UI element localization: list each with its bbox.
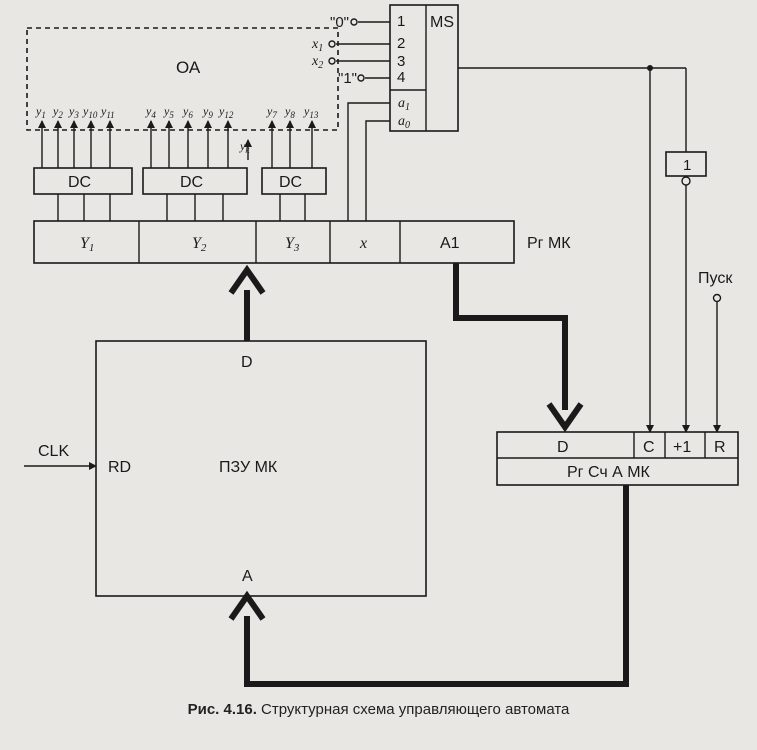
svg-text:y12: y12 — [218, 104, 234, 120]
decoder-3: DC — [261, 167, 327, 195]
a0-address-line — [365, 120, 390, 221]
mux-input-zero-label: "0" — [330, 14, 349, 31]
mux-input-number-2: 2 — [397, 35, 405, 52]
caption-text: Структурная схема управляющего автомата — [261, 701, 570, 718]
rom-title: ПЗУ МК — [219, 459, 278, 476]
counter-register: D C +1 R Рг Сч А МК — [496, 431, 739, 486]
caption-prefix: Рис. 4.16. — [187, 701, 257, 718]
svg-text:y4: y4 — [145, 104, 156, 120]
mux-input-x2-label: x2 — [311, 54, 323, 71]
mux-input-number-3: 3 — [397, 53, 405, 70]
rom-mk: D RD ПЗУ МК A — [95, 340, 427, 597]
mux-input-x1-label: x1 — [311, 37, 323, 54]
counter-cell-c: C — [643, 439, 655, 456]
decoder-3-label: DC — [279, 174, 302, 191]
oa-output-arrows — [38, 120, 316, 168]
oa-output-labels: y1 y2 y3 y10 y11 y4 y5 y6 y9 y12 y7 y8 y… — [35, 104, 319, 155]
mux-input-number-1: 1 — [397, 13, 405, 30]
decoder-1: DC — [33, 167, 133, 195]
register-field-x: x — [359, 235, 367, 252]
mux-inputs — [328, 18, 390, 82]
rom-data-port: D — [241, 354, 253, 371]
svg-text:y6: y6 — [182, 104, 193, 120]
svg-text:y8: y8 — [284, 104, 295, 120]
bus-a1-to-counter — [453, 263, 584, 433]
start-label: Пуск — [698, 270, 733, 287]
svg-text:yk: yk — [239, 139, 250, 155]
figure-caption: Рис. 4.16. Структурная схема управляющег… — [0, 701, 757, 718]
mux-address-a1: a1 — [398, 96, 410, 113]
svg-text:y11: y11 — [100, 104, 115, 120]
rom-read-port: RD — [108, 459, 131, 476]
counter-cell-inc: +1 — [673, 439, 691, 456]
register-mk: Y1 Y2 Y3 x A1 — [33, 220, 515, 264]
bus-rom-to-register — [228, 264, 266, 341]
decoder-2-label: DC — [180, 174, 203, 191]
rom-addr-port: A — [242, 568, 253, 585]
register-field-y2: Y2 — [192, 235, 207, 254]
register-field-y1: Y1 — [80, 235, 94, 254]
svg-text:y3: y3 — [68, 104, 79, 120]
decoder-2: DC — [142, 167, 248, 195]
mux-title: MS — [430, 14, 454, 31]
inverter: 1 — [665, 151, 707, 186]
register-field-a1: A1 — [440, 235, 460, 252]
counter-cell-r: R — [714, 439, 726, 456]
svg-text:y2: y2 — [52, 104, 63, 120]
register-mk-label: Рг МК — [527, 235, 571, 252]
svg-text:y5: y5 — [163, 104, 174, 120]
svg-text:y1: y1 — [35, 104, 46, 120]
bus-counter-to-rom — [228, 485, 629, 687]
oa-block: ОА — [26, 27, 339, 131]
start-terminal — [712, 293, 722, 303]
svg-text:y7: y7 — [266, 104, 277, 120]
mux-address-a0: a0 — [398, 114, 410, 131]
decoder-1-label: DC — [68, 174, 91, 191]
mux-input-one-label: "1" — [338, 70, 357, 87]
svg-text:y10: y10 — [82, 104, 98, 120]
counter-label: Рг Сч А МК — [567, 464, 651, 481]
a1-address-line — [347, 102, 390, 221]
counter-cell-d: D — [557, 439, 569, 456]
mux-input-number-4: 4 — [397, 69, 405, 86]
svg-text:y13: y13 — [303, 104, 319, 120]
svg-text:y9: y9 — [202, 104, 213, 120]
clk-label: CLK — [38, 443, 69, 460]
decoder-inputs — [57, 194, 306, 221]
mux-ms: MS 1 2 3 4 a1 a0 — [389, 4, 459, 132]
inverter-label: 1 — [683, 157, 691, 174]
register-field-y3: Y3 — [285, 235, 300, 254]
oa-title: ОА — [176, 58, 201, 77]
